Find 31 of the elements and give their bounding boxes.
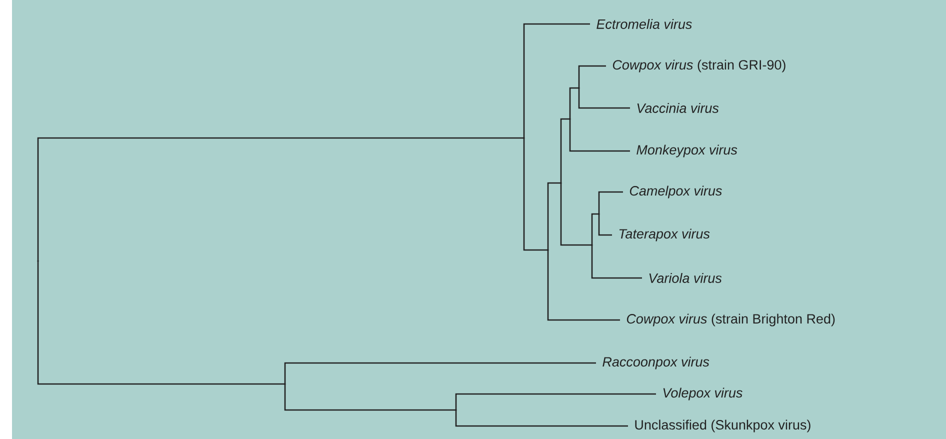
tree-branch <box>284 384 456 411</box>
leaf-label: Camelpox virus <box>630 186 722 198</box>
tree-branch <box>591 245 642 279</box>
tree-branch <box>591 213 599 245</box>
leaf-label: Unclassified (Skunkpox virus) <box>635 420 810 432</box>
tree-branch <box>547 250 620 321</box>
leaf-label: Variola virus <box>649 273 722 283</box>
leaf-label: Cowpox virus (strain Brighton Red) <box>626 314 835 326</box>
leaf-label: Taterapox virus <box>619 228 710 242</box>
tree-branch <box>455 410 628 427</box>
tree-branch <box>560 118 570 183</box>
leaf-label: Vaccinia virus <box>637 103 719 113</box>
tree-branch <box>523 23 590 138</box>
leaf-label: Volepox virus <box>663 388 742 400</box>
tree-branch <box>578 65 606 88</box>
tree-branch <box>37 261 285 385</box>
tree-branch <box>284 362 596 384</box>
tree-branch <box>569 87 579 119</box>
tree-branch <box>598 214 612 236</box>
tree-branch <box>598 191 623 214</box>
tree-branch <box>560 183 592 246</box>
tree-branch <box>578 88 630 109</box>
tree-branch <box>523 138 548 251</box>
tree-branch <box>455 393 656 410</box>
leaf-label: Raccoonpox virus <box>602 356 710 370</box>
leaf-label: Cowpox virus (strain GRI-90) <box>612 60 786 72</box>
tree-branch <box>37 137 524 261</box>
leaf-label: Monkeypox virus <box>636 144 738 158</box>
leaf-label: Ectromelia virus <box>596 19 692 29</box>
tree-branch <box>569 119 630 152</box>
tree-branch <box>547 182 561 250</box>
